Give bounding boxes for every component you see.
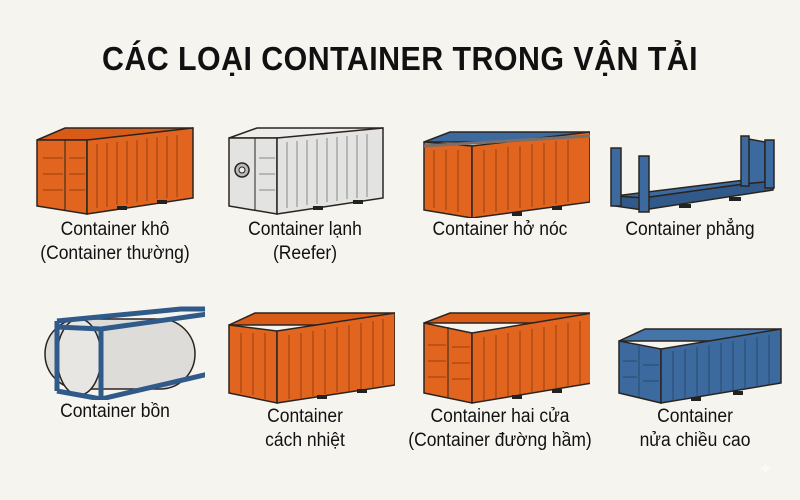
grey-reefer-container-icon xyxy=(228,127,384,215)
container-label-line1: Container hai cửa xyxy=(430,406,570,427)
container-label-line1: Container lạnh xyxy=(248,219,362,240)
flat-rack-container-icon xyxy=(610,135,775,213)
container-card-flat-rack: Container phẳng xyxy=(590,118,790,242)
tank-container-icon xyxy=(44,306,205,400)
container-card-half-height: Container nửa chiều cao xyxy=(595,305,795,453)
container-label-line1: Container hở nóc xyxy=(432,219,568,240)
container-label-line1: Container xyxy=(267,406,343,427)
container-card-reefer: Container lạnh (Reefer) xyxy=(205,118,405,266)
insulated-container-icon xyxy=(228,312,395,404)
container-label-line2: cách nhiệt xyxy=(265,430,345,451)
container-card-double-door: Container hai cửa (Container đường hầm) xyxy=(400,305,600,453)
page-title: CÁC LOẠI CONTAINER TRONG VẬN TẢI xyxy=(101,40,699,77)
orange-dry-container-icon xyxy=(36,127,194,215)
container-label-line2: (Container đường hầm) xyxy=(408,430,592,451)
container-label-line1: Container bồn xyxy=(60,401,170,422)
container-card-open-top: Container hở nóc xyxy=(400,118,600,242)
container-label-line2: (Reefer) xyxy=(272,243,338,264)
container-label-line2: (Container thường) xyxy=(40,243,190,264)
container-card-insulated: Container cách nhiệt xyxy=(205,305,405,453)
double-door-container-icon xyxy=(423,312,590,404)
container-label-line1: Container xyxy=(657,406,733,427)
container-label-line2: nửa chiều cao xyxy=(639,430,751,451)
container-card-dry: Container khô (Container thường) xyxy=(15,118,215,266)
sparkle-icon: ✦ xyxy=(758,459,774,479)
container-label-line1: Container phẳng xyxy=(625,219,755,240)
container-card-tank: Container bồn xyxy=(15,305,215,424)
open-top-container-icon xyxy=(423,131,590,218)
half-height-container-icon xyxy=(618,328,782,404)
container-label-line1: Container khô xyxy=(60,219,170,240)
